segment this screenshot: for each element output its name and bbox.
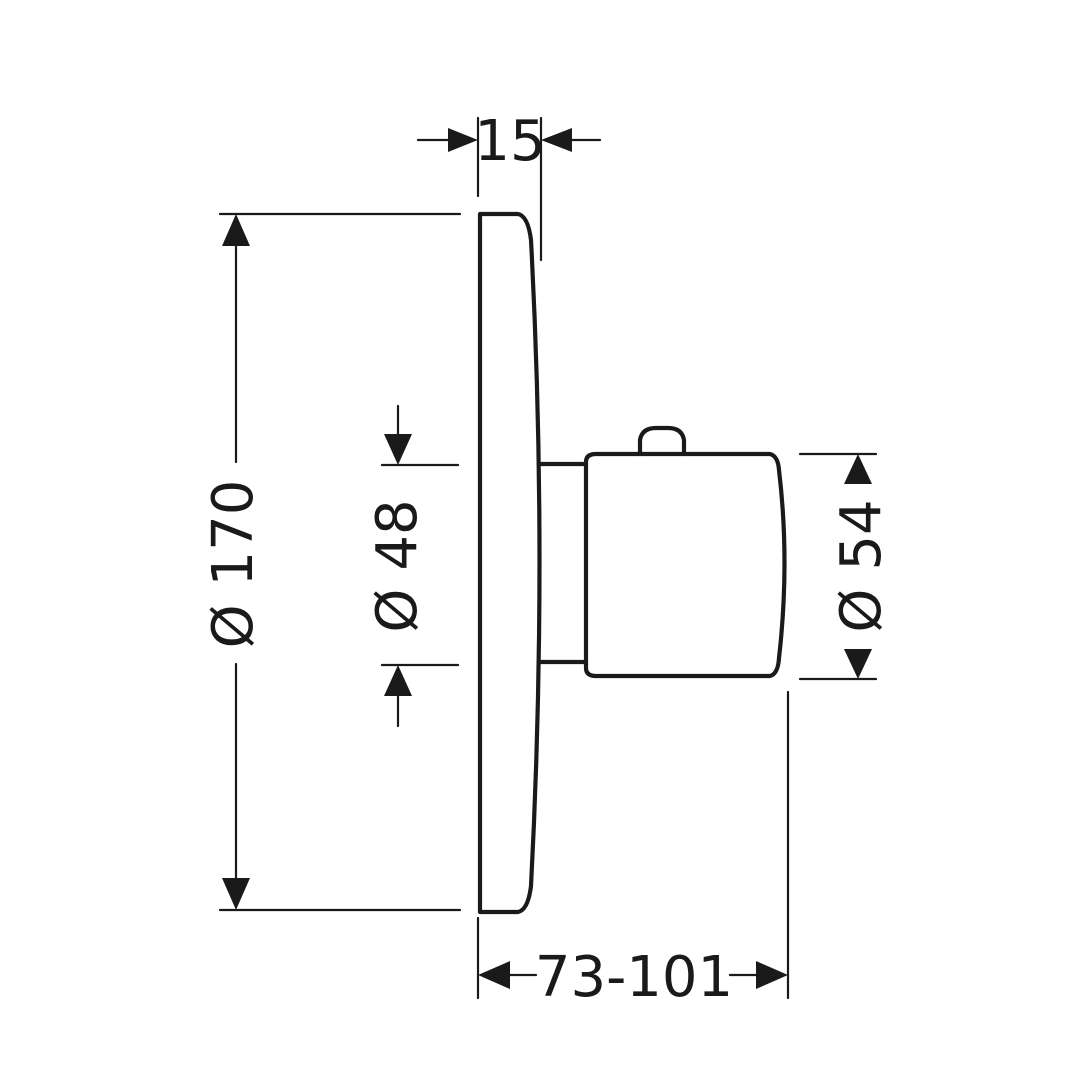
arrow-down-icon	[222, 878, 250, 910]
arrow-left-icon	[541, 128, 572, 152]
neck-diameter-label: Ø 48	[365, 499, 430, 632]
depth-label: 15	[474, 109, 545, 174]
arrow-left-icon	[478, 961, 510, 989]
projection-label: 73-101	[535, 945, 733, 1010]
escutcheon-plate	[477, 211, 542, 915]
arrow-up-icon	[384, 665, 412, 696]
arrow-right-icon	[448, 128, 478, 152]
arrow-down-icon	[844, 649, 872, 679]
arrow-right-icon	[756, 961, 788, 989]
dimension-diameter-48: Ø 48	[365, 404, 460, 728]
dimension-diameter-54: Ø 54	[798, 452, 894, 681]
plate-diameter-label: Ø 170	[201, 480, 266, 649]
knob-diameter-label: Ø 54	[829, 499, 894, 632]
arrow-up-icon	[844, 454, 872, 484]
neck-stem	[538, 461, 589, 665]
dimension-projection: 73-101	[476, 690, 790, 1010]
arrow-down-icon	[384, 434, 412, 465]
control-knob	[583, 425, 787, 679]
dimension-depth-15: 15	[416, 109, 602, 262]
dimension-diameter-170: Ø 170	[201, 212, 462, 912]
arrow-up-icon	[222, 214, 250, 246]
